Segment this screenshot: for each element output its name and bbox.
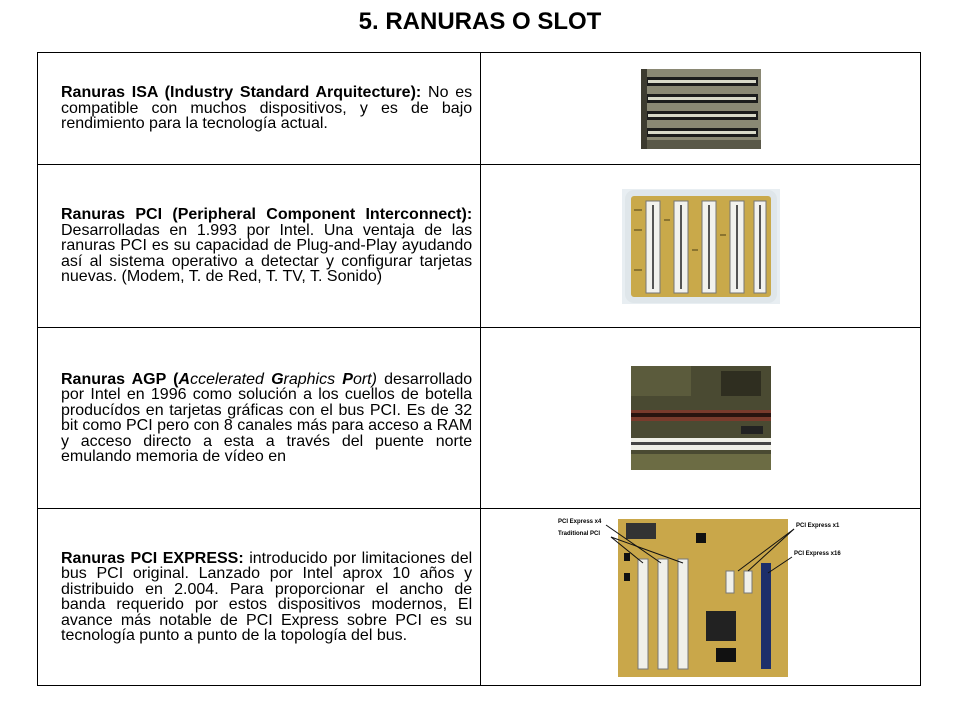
pcie-x16-label: PCI Express x16 bbox=[794, 551, 841, 557]
table-row: Ranuras AGP (Accelerated Graphics Port) … bbox=[36, 327, 921, 509]
table-row: Ranuras PCI (Peripheral Component Interc… bbox=[36, 164, 921, 328]
pcie-x1-label: PCI Express x1 bbox=[796, 523, 840, 529]
pci-heading: Ranuras PCI (Peripheral Component Interc… bbox=[61, 206, 473, 224]
pci-image-cell bbox=[480, 164, 921, 328]
agp-heading: Ranuras AGP (Accelerated Graphics Port) bbox=[61, 370, 377, 388]
pcie-x4-label: PCI Express x4 bbox=[558, 519, 602, 525]
agp-image-cell bbox=[480, 327, 921, 509]
pci-express-motherboard-photo: PCI Express x4 Traditional PCI PCI Expre… bbox=[555, 513, 846, 681]
agp-body: desarrollado por Intel en 1996 como solu… bbox=[61, 370, 473, 465]
table-row: Ranuras PCI EXPRESS: introducido por lim… bbox=[36, 508, 921, 686]
agp-description: Ranuras AGP (Accelerated Graphics Port) … bbox=[36, 327, 482, 509]
pci-express-image-cell: PCI Express x4 Traditional PCI PCI Expre… bbox=[480, 508, 921, 686]
pci-express-description: Ranuras PCI EXPRESS: introducido por lim… bbox=[36, 508, 482, 686]
pci-slots-photo bbox=[621, 188, 780, 304]
pci-express-body: introducido por limitaciones del bus PCI… bbox=[61, 549, 473, 644]
pci-description: Ranuras PCI (Peripheral Component Interc… bbox=[36, 164, 482, 328]
isa-image-cell bbox=[480, 52, 921, 165]
isa-heading: Ranuras ISA (Industry Standard Arquitect… bbox=[61, 84, 422, 102]
isa-slots-photo bbox=[640, 68, 761, 149]
pci-express-heading: Ranuras PCI EXPRESS: bbox=[61, 549, 244, 567]
table-row: Ranuras ISA (Industry Standard Arquitect… bbox=[36, 52, 921, 165]
traditional-pci-label: Traditional PCI bbox=[558, 531, 600, 537]
agp-slot-photo bbox=[630, 366, 771, 470]
page-title: 5. RANURAS O SLOT bbox=[358, 8, 602, 35]
pci-body: Desarrolladas en 1.993 por Intel. Una ve… bbox=[61, 221, 473, 286]
isa-description: Ranuras ISA (Industry Standard Arquitect… bbox=[36, 52, 482, 165]
isa-body: No es compatible con muchos dispositivos… bbox=[61, 84, 473, 133]
slots-table: Ranuras ISA (Industry Standard Arquitect… bbox=[36, 52, 921, 686]
